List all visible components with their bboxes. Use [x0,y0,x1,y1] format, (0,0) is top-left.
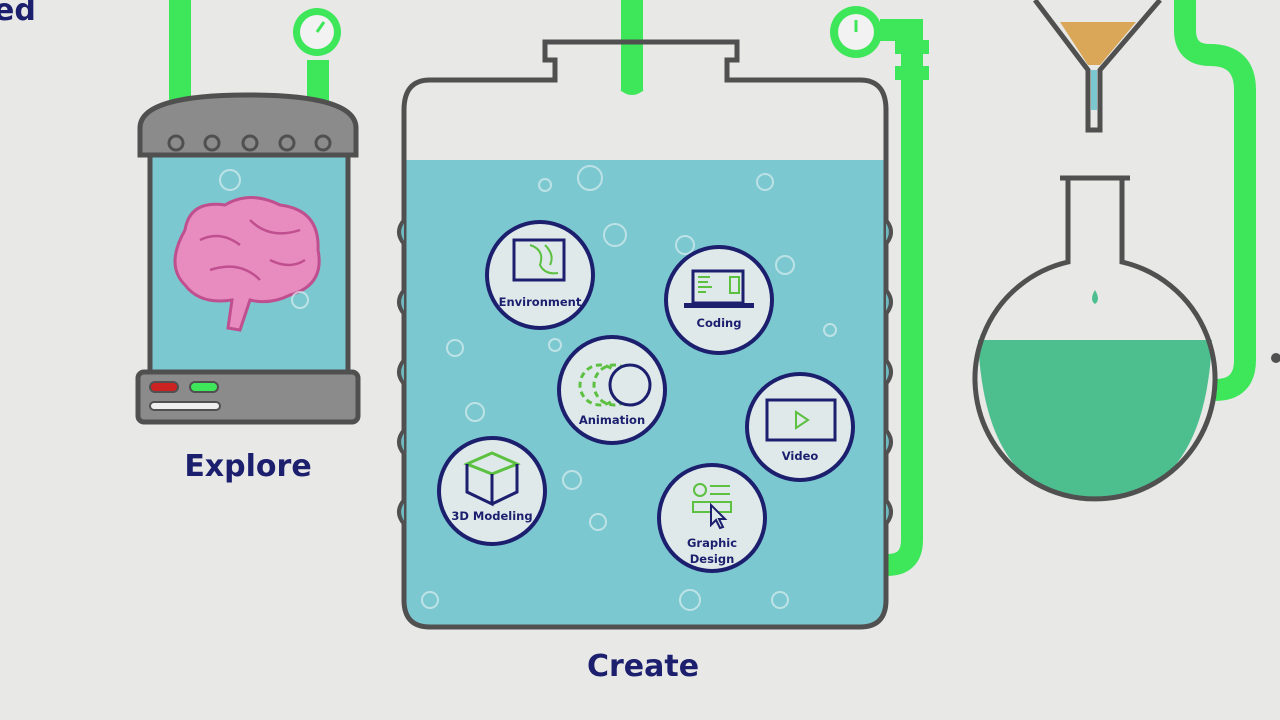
skill-coding: Coding [664,245,774,355]
svg-text:Coding: Coding [697,316,742,330]
brain-icon [173,196,321,332]
cube-icon [463,451,521,507]
skill-3d-modeling: 3D Modeling [437,436,547,546]
map-icon [512,238,566,282]
svg-text:Design: Design [690,552,735,566]
skill-environment: Environment [485,220,595,330]
explore-label: Explore [184,449,311,484]
laptop-icon [684,269,754,308]
gauge-icon [830,6,882,58]
video-play-icon [765,398,837,442]
skill-video: Video [745,372,855,482]
animation-circles-icon [578,363,652,407]
corner-text: ed [0,0,36,28]
skill-animation: Animation [557,335,667,445]
layout-cursor-icon [692,483,732,530]
flask [972,175,1218,502]
green-pipes [169,0,1256,576]
svg-text:3D Modeling: 3D Modeling [451,509,532,523]
bubbles [219,165,837,611]
svg-text:Animation: Animation [579,413,645,427]
explore-jar [135,92,361,425]
svg-text:Graphic: Graphic [687,536,737,550]
create-label: Create [587,649,699,684]
skill-graphic-design: Graphic Design [657,463,767,573]
funnel [1033,0,1162,133]
svg-text:Video: Video [782,449,819,463]
svg-text:Environment: Environment [499,295,582,309]
gauge-icon [293,8,341,56]
